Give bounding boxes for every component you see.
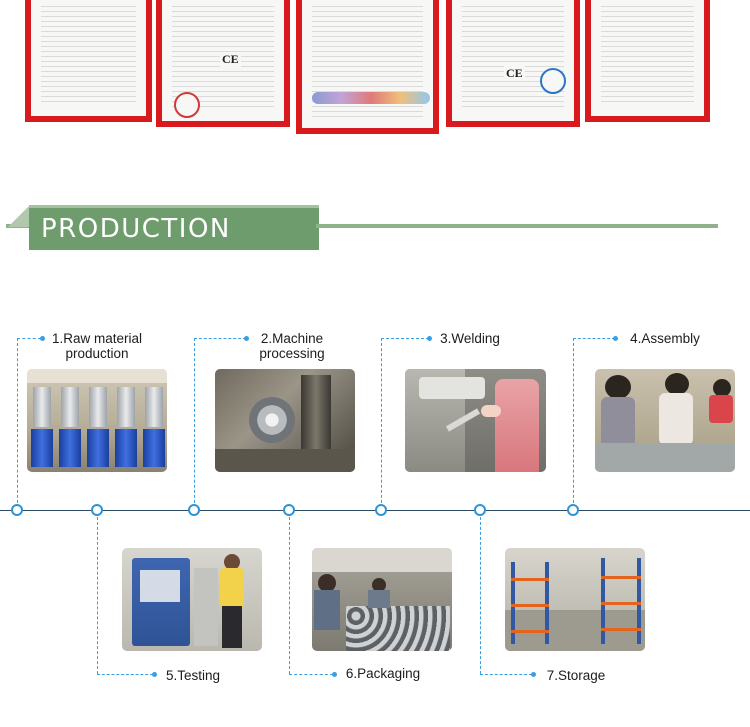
step-label-assembly: 4.Assembly	[630, 331, 700, 346]
step-label-packaging: 6.Packaging	[345, 666, 421, 681]
certificate-1	[25, 0, 152, 122]
timeline-node	[375, 504, 387, 516]
seal-icon	[540, 68, 566, 94]
timeline-node	[567, 504, 579, 516]
photo-machine-processing	[215, 369, 355, 472]
logo-band	[312, 92, 430, 104]
timeline-node	[11, 504, 23, 516]
certificate-3	[296, 0, 439, 134]
certificate-5	[585, 0, 710, 122]
photo-raw-material	[27, 369, 167, 472]
step-label-testing: 5.Testing	[165, 668, 221, 683]
timeline-node	[91, 504, 103, 516]
timeline-node	[474, 504, 486, 516]
timeline-node	[283, 504, 295, 516]
header-rule-right	[316, 224, 718, 228]
photo-welding	[405, 369, 546, 472]
step-label-welding: 3.Welding	[440, 331, 500, 346]
ce-mark: CE	[220, 52, 241, 67]
step-label-storage: 7.Storage	[546, 668, 606, 683]
certificate-2: CE	[156, 0, 290, 127]
header-notch	[8, 205, 30, 227]
photo-testing	[122, 548, 262, 651]
photo-storage	[505, 548, 645, 651]
ce-mark: CE	[504, 66, 525, 81]
stamp-icon	[174, 92, 200, 118]
timeline-node	[188, 504, 200, 516]
photo-packaging	[312, 548, 452, 651]
certificate-4: CE	[446, 0, 580, 127]
section-title: PRODUCTION PROCESS	[29, 205, 319, 286]
photo-assembly	[595, 369, 735, 472]
